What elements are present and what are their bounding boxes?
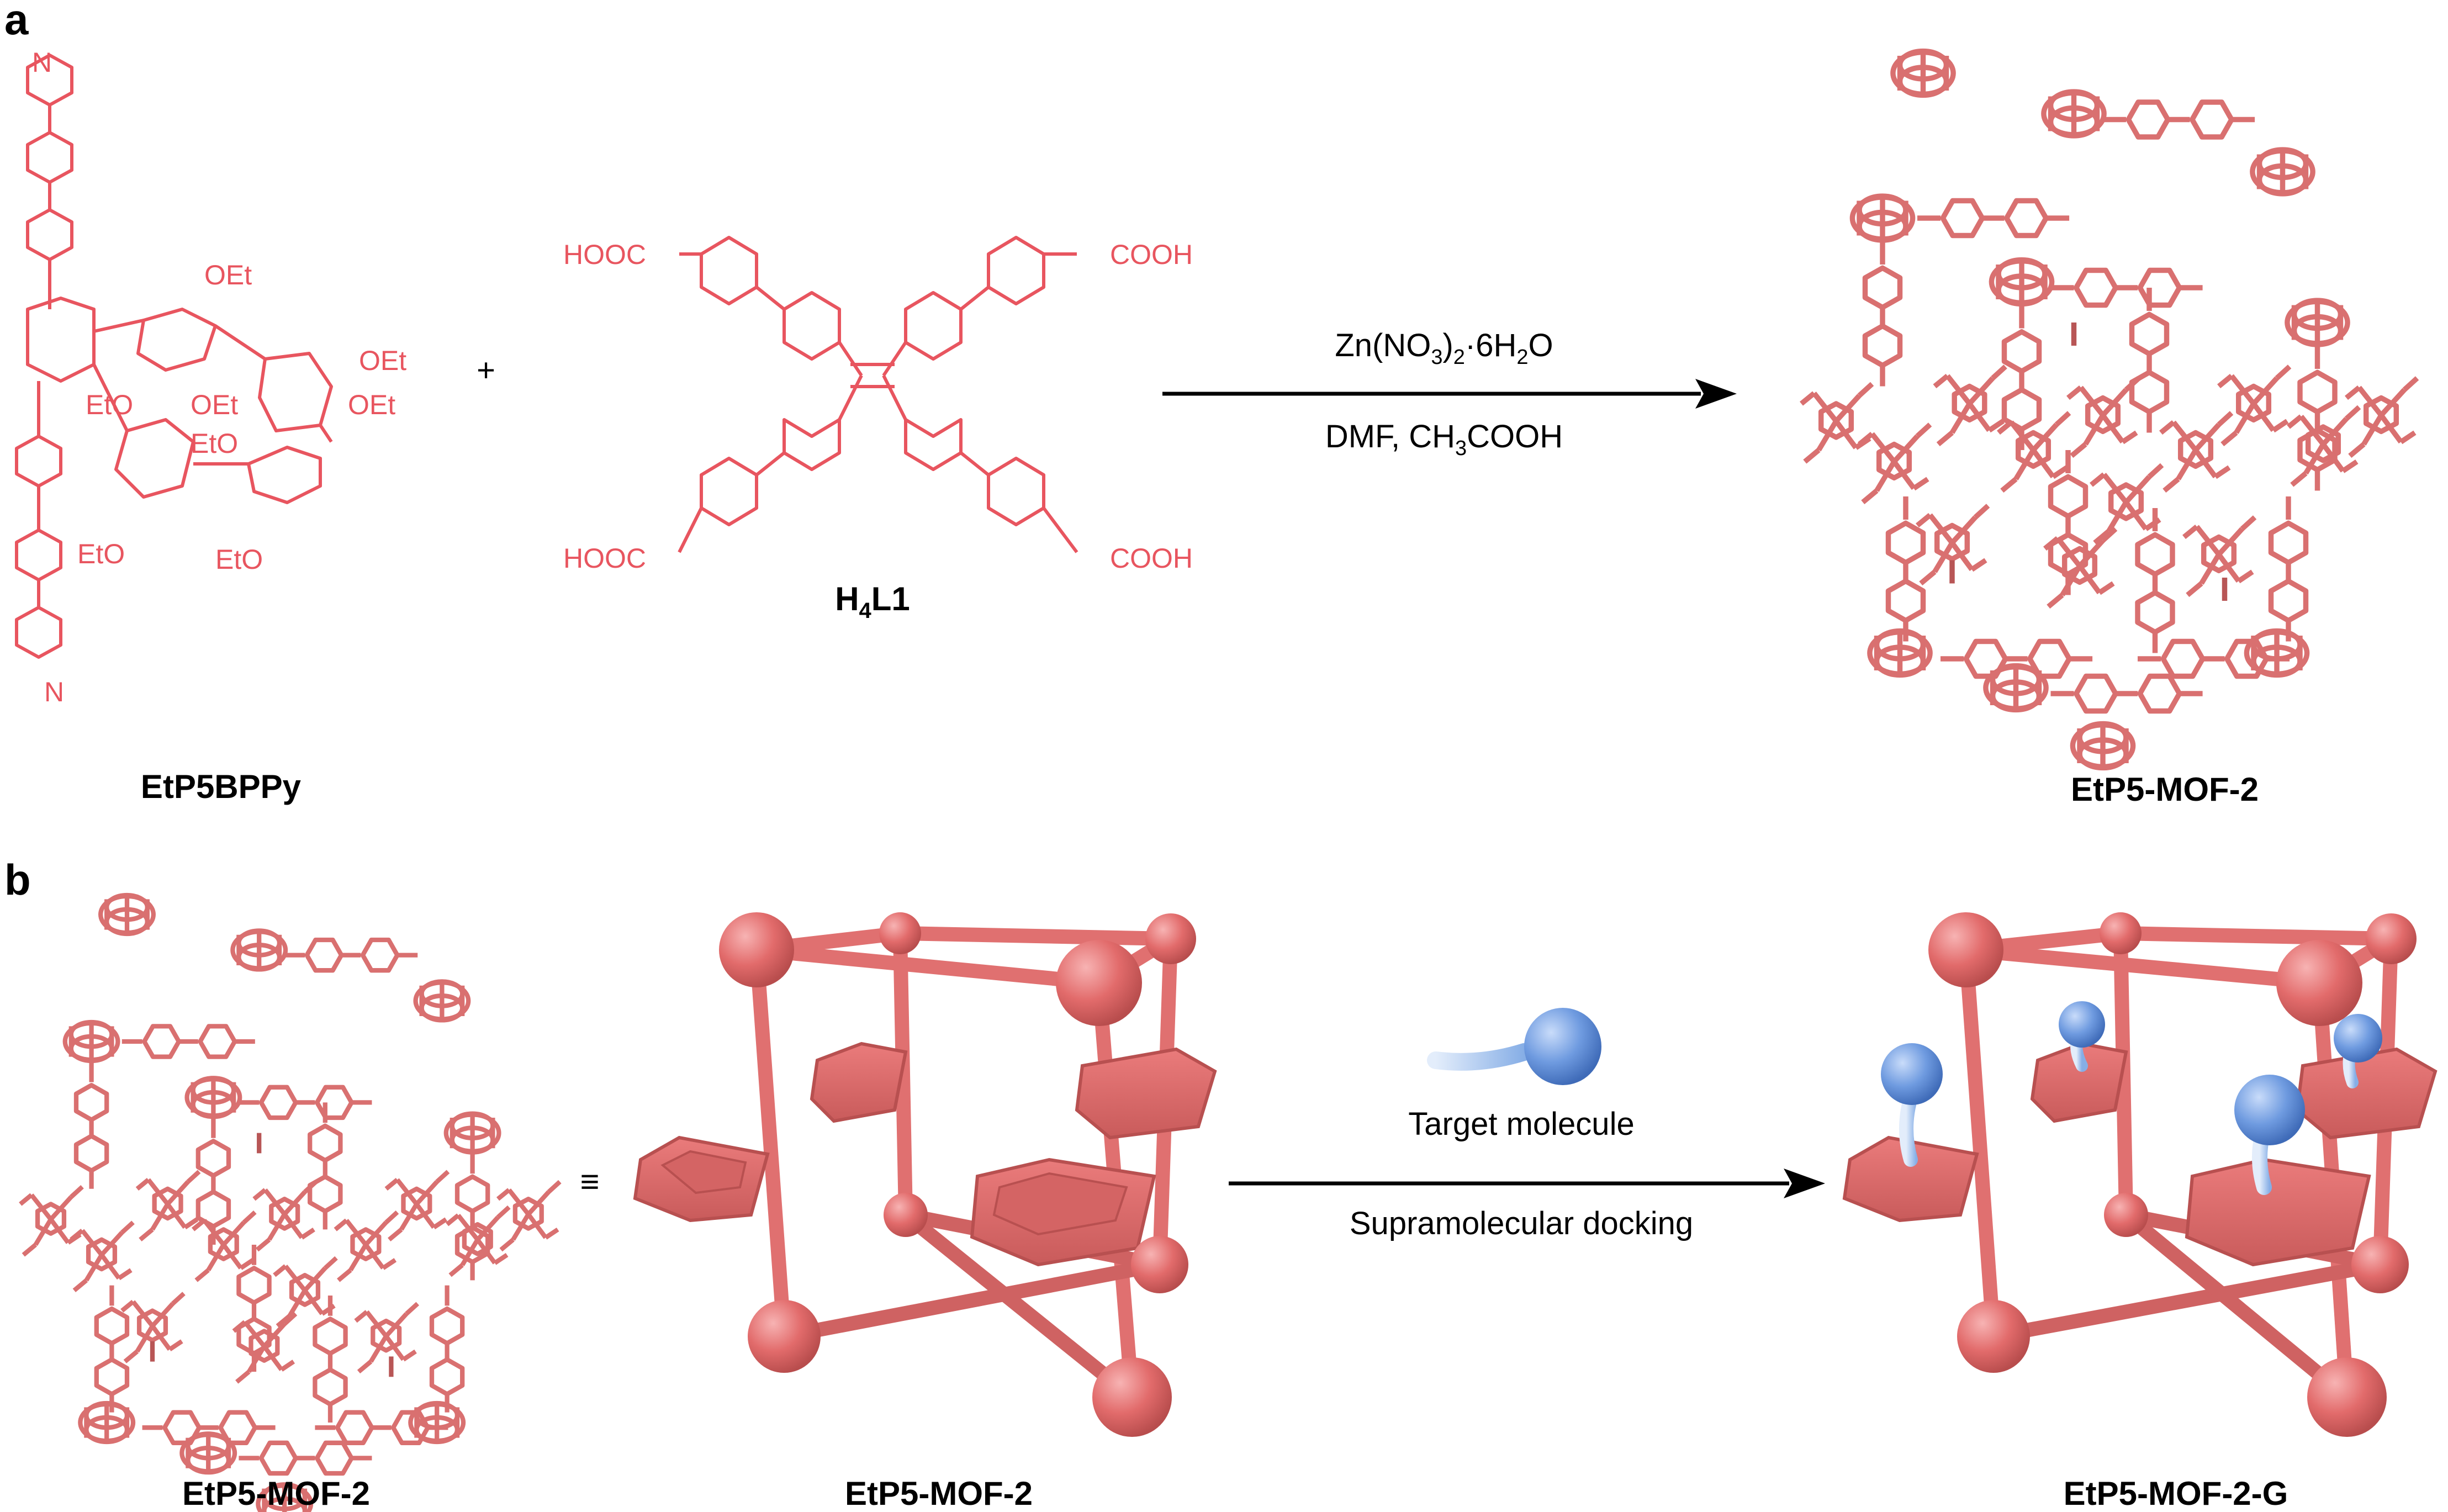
group-hooc-2: HOOC [563,543,646,574]
atom-oet-3: OEt [191,389,238,420]
atom-eto-3: EtO [77,538,125,569]
loaded-framework-model [1842,912,2438,1437]
h4l1-structure [678,236,1078,553]
plus-sign: + [477,352,495,388]
equivalence-sign: ≡ [580,1163,599,1200]
atom-oet-1: OEt [204,260,252,290]
panel-label-b: b [4,855,31,904]
process-label: Supramolecular docking [1350,1206,1693,1241]
group-hooc-1: HOOC [563,239,646,270]
etp5-mof-2-crystal-b [20,894,560,1512]
reaction-arrow-a [1162,379,1737,409]
atom-oet-2: OEt [359,345,406,376]
etp5-mof-2-crystal-a [1801,50,2417,769]
atom-oet-4: OEt [348,389,395,420]
model-name: EtP5-MOF-2 [845,1475,1033,1512]
reagent-2-name: H4L1 [835,580,910,623]
group-cooh-2: COOH [1110,543,1193,574]
structure-b-name: EtP5-MOF-2 [182,1475,370,1512]
group-cooh-1: COOH [1110,239,1193,270]
product-b-name: EtP5-MOF-2-G [2064,1475,2288,1512]
condition-reagent: Zn(NO3)2·6H2O [1335,327,1553,369]
atom-eto-1: EtO [86,389,133,420]
product-a-name: EtP5-MOF-2 [2071,771,2259,808]
docking-arrow [1229,1169,1825,1198]
reagent-1-name: EtP5BPPy [141,768,302,805]
etp5bppy-structure [15,54,333,659]
panel-label-a: a [4,0,29,44]
atom-eto-2: EtO [191,428,238,459]
atom-eto-4: EtO [215,544,263,575]
condition-solvent: DMF, CH3COOH [1325,419,1563,460]
target-molecule-icon [1427,1008,1601,1085]
atom-n-bottom: N [44,676,64,707]
guest-label: Target molecule [1408,1106,1634,1142]
framework-model [633,912,1217,1437]
atom-n-top: N [32,47,52,78]
